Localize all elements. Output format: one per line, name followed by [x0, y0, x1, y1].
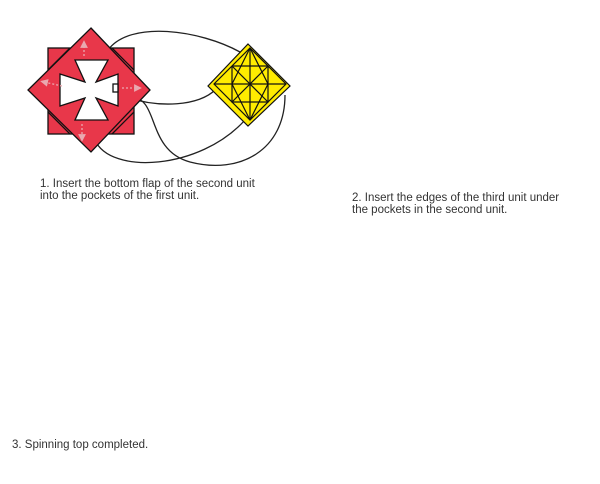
step-1-illustration: [27, 27, 291, 166]
direction-arrows: [40, 40, 142, 142]
step-3-caption: 3. Spinning top completed.: [12, 439, 148, 451]
step-2-caption-line-1: 2. Insert the edges of the third unit un…: [352, 192, 560, 204]
step-1-caption-line-1: 1. Insert the bottom flap of the second …: [40, 178, 255, 190]
step-1-caption-line-2: into the pockets of the first unit.: [40, 190, 200, 202]
step-2-caption-line-2: the pockets in the second unit.: [352, 204, 508, 216]
step-3-caption-line-1: 3. Spinning top completed.: [12, 439, 149, 451]
red-first-unit: [27, 27, 151, 153]
step-2-caption: 2. Insert the edges of the third unit un…: [352, 192, 559, 216]
yellow-second-unit: [207, 43, 291, 127]
step-1-caption: 1. Insert the bottom flap of the second …: [40, 178, 255, 202]
